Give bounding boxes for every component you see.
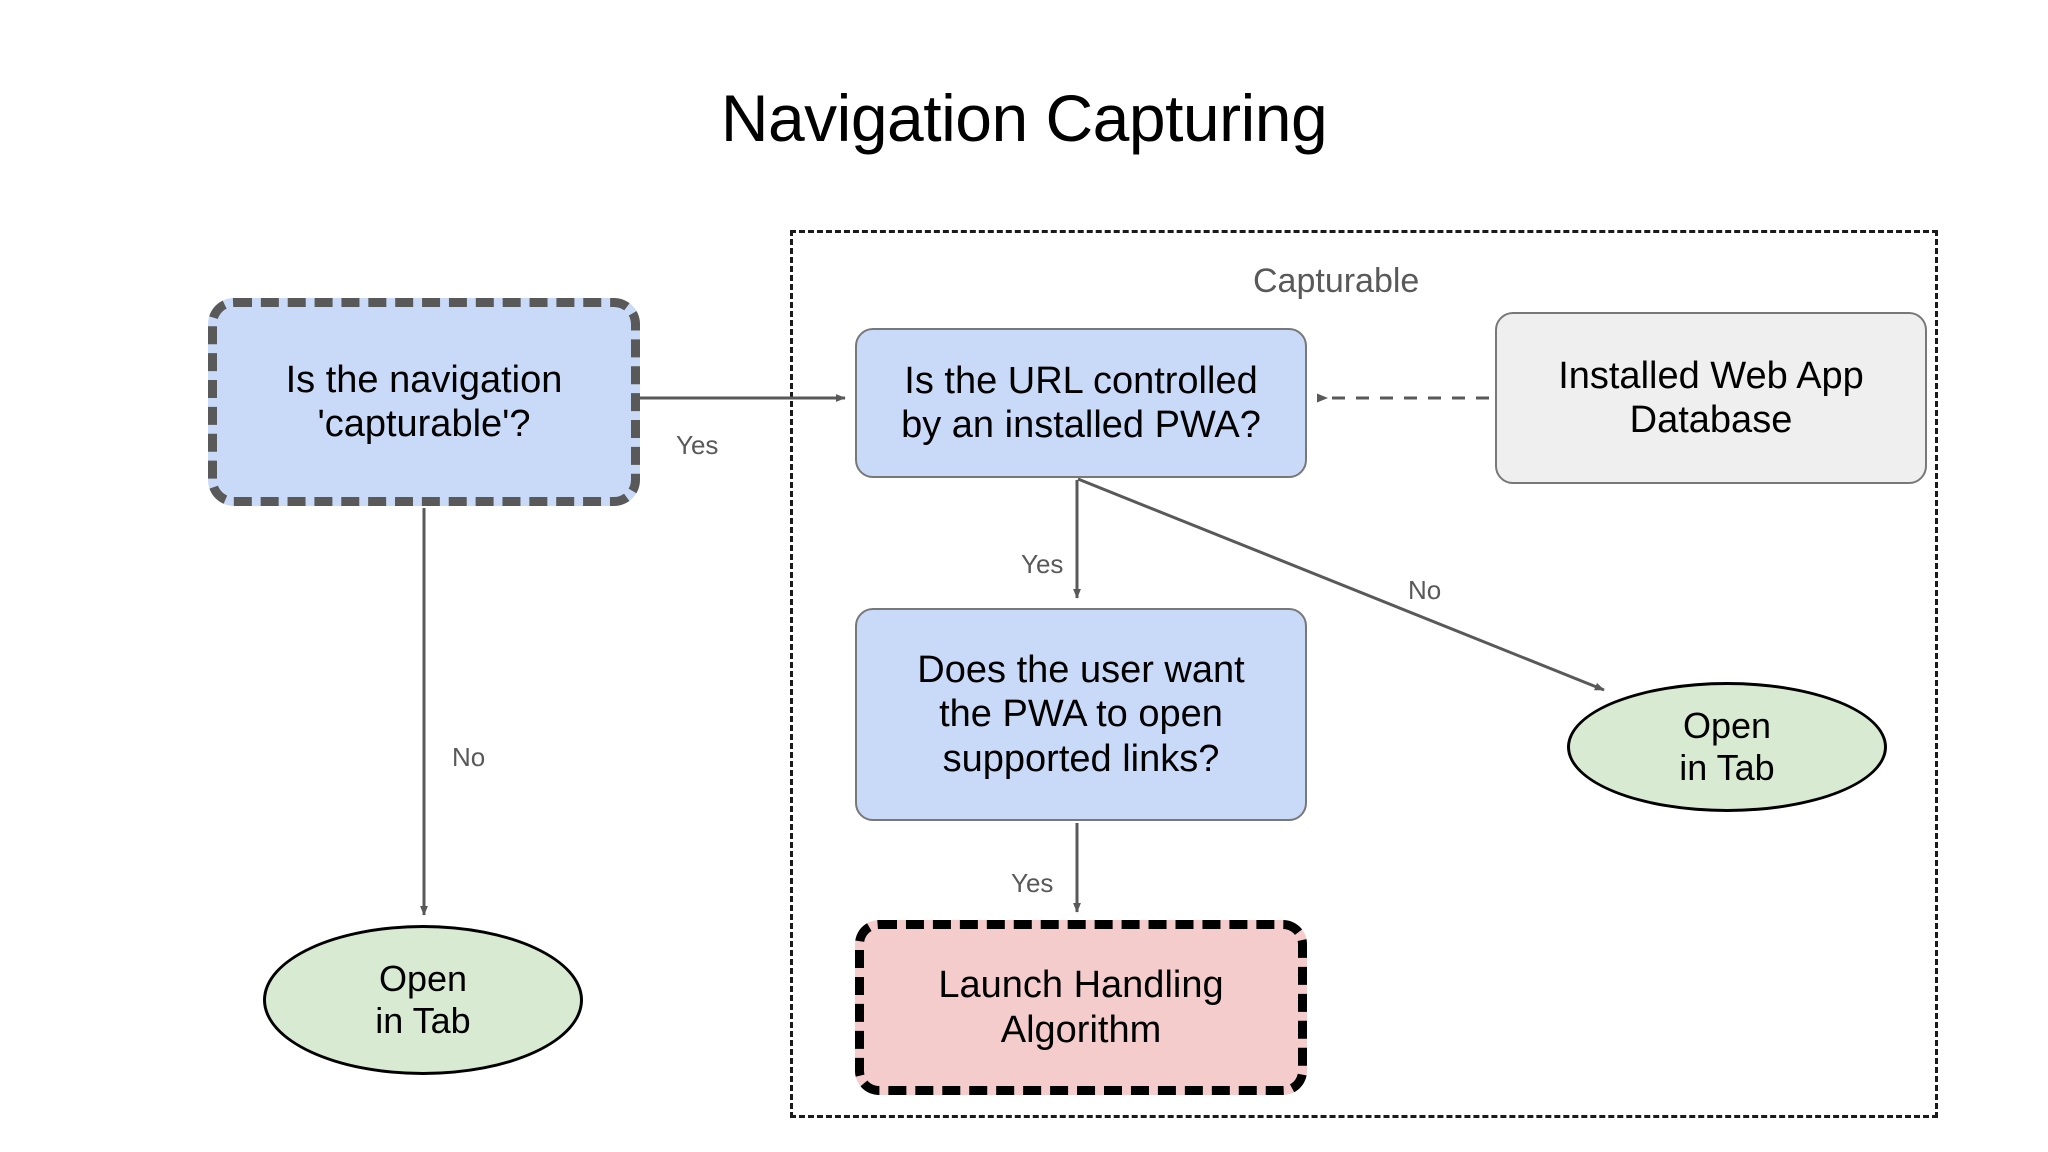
node-url-controlled-line1: Is the URL controlled	[904, 359, 1258, 402]
edge-label-url-no: No	[1408, 575, 1442, 605]
capturable-group-frame	[790, 230, 1938, 1118]
node-is-capturable[interactable]: Is the navigation 'capturable'?	[208, 298, 640, 506]
node-open-in-tab-right[interactable]: Open in Tab	[1567, 682, 1887, 812]
node-is-capturable-text: Is the navigation 'capturable'?	[286, 358, 563, 447]
node-open-in-tab-left-text: Open in Tab	[375, 958, 470, 1042]
page-title: Navigation Capturing	[720, 81, 1328, 155]
node-open-in-tab-left[interactable]: Open in Tab	[263, 925, 583, 1075]
node-installed-web-app-database[interactable]: Installed Web App Database	[1495, 312, 1927, 484]
node-launch-handling-algorithm[interactable]: Launch Handling Algorithm	[855, 920, 1307, 1095]
node-user-want-line2: the PWA to open	[939, 693, 1223, 736]
node-user-want-pwa-open-links[interactable]: Does the user want the PWA to open suppo…	[855, 608, 1307, 821]
node-open-in-tab-left-line1: Open	[378, 957, 468, 999]
node-open-in-tab-right-text: Open in Tab	[1679, 705, 1774, 789]
node-installed-web-app-database-text: Installed Web App Database	[1558, 354, 1864, 443]
node-user-want-line1: Does the user want	[917, 648, 1245, 691]
node-open-in-tab-right-line1: Open	[1682, 704, 1772, 746]
node-web-app-db-line2: Database	[1629, 399, 1793, 441]
edge-label-capturable-no: No	[452, 742, 486, 772]
node-user-want-text: Does the user want the PWA to open suppo…	[917, 648, 1244, 781]
node-open-in-tab-left-line2: in Tab	[375, 1000, 471, 1041]
node-is-capturable-line1: Is the navigation	[285, 358, 563, 401]
node-is-capturable-line2: 'capturable'?	[317, 403, 531, 445]
edge-label-url-yes: Yes	[1021, 549, 1064, 579]
node-url-controlled-line2: by an installed PWA?	[901, 404, 1261, 446]
node-launch-handling-line1: Launch Handling	[938, 964, 1224, 1007]
edge-label-user-yes: Yes	[1011, 868, 1054, 898]
node-launch-handling-line2: Algorithm	[1000, 1008, 1162, 1051]
edge-label-capturable-yes: Yes	[676, 430, 719, 460]
capturable-group-label: Capturable	[1253, 262, 1420, 300]
node-url-controlled[interactable]: Is the URL controlled by an installed PW…	[855, 328, 1307, 478]
node-web-app-db-line1: Installed Web App	[1558, 354, 1864, 397]
node-user-want-line3: supported links?	[942, 737, 1220, 780]
node-open-in-tab-right-line2: in Tab	[1679, 747, 1775, 788]
node-launch-handling-text: Launch Handling Algorithm	[938, 963, 1223, 1052]
node-url-controlled-text: Is the URL controlled by an installed PW…	[901, 359, 1261, 448]
